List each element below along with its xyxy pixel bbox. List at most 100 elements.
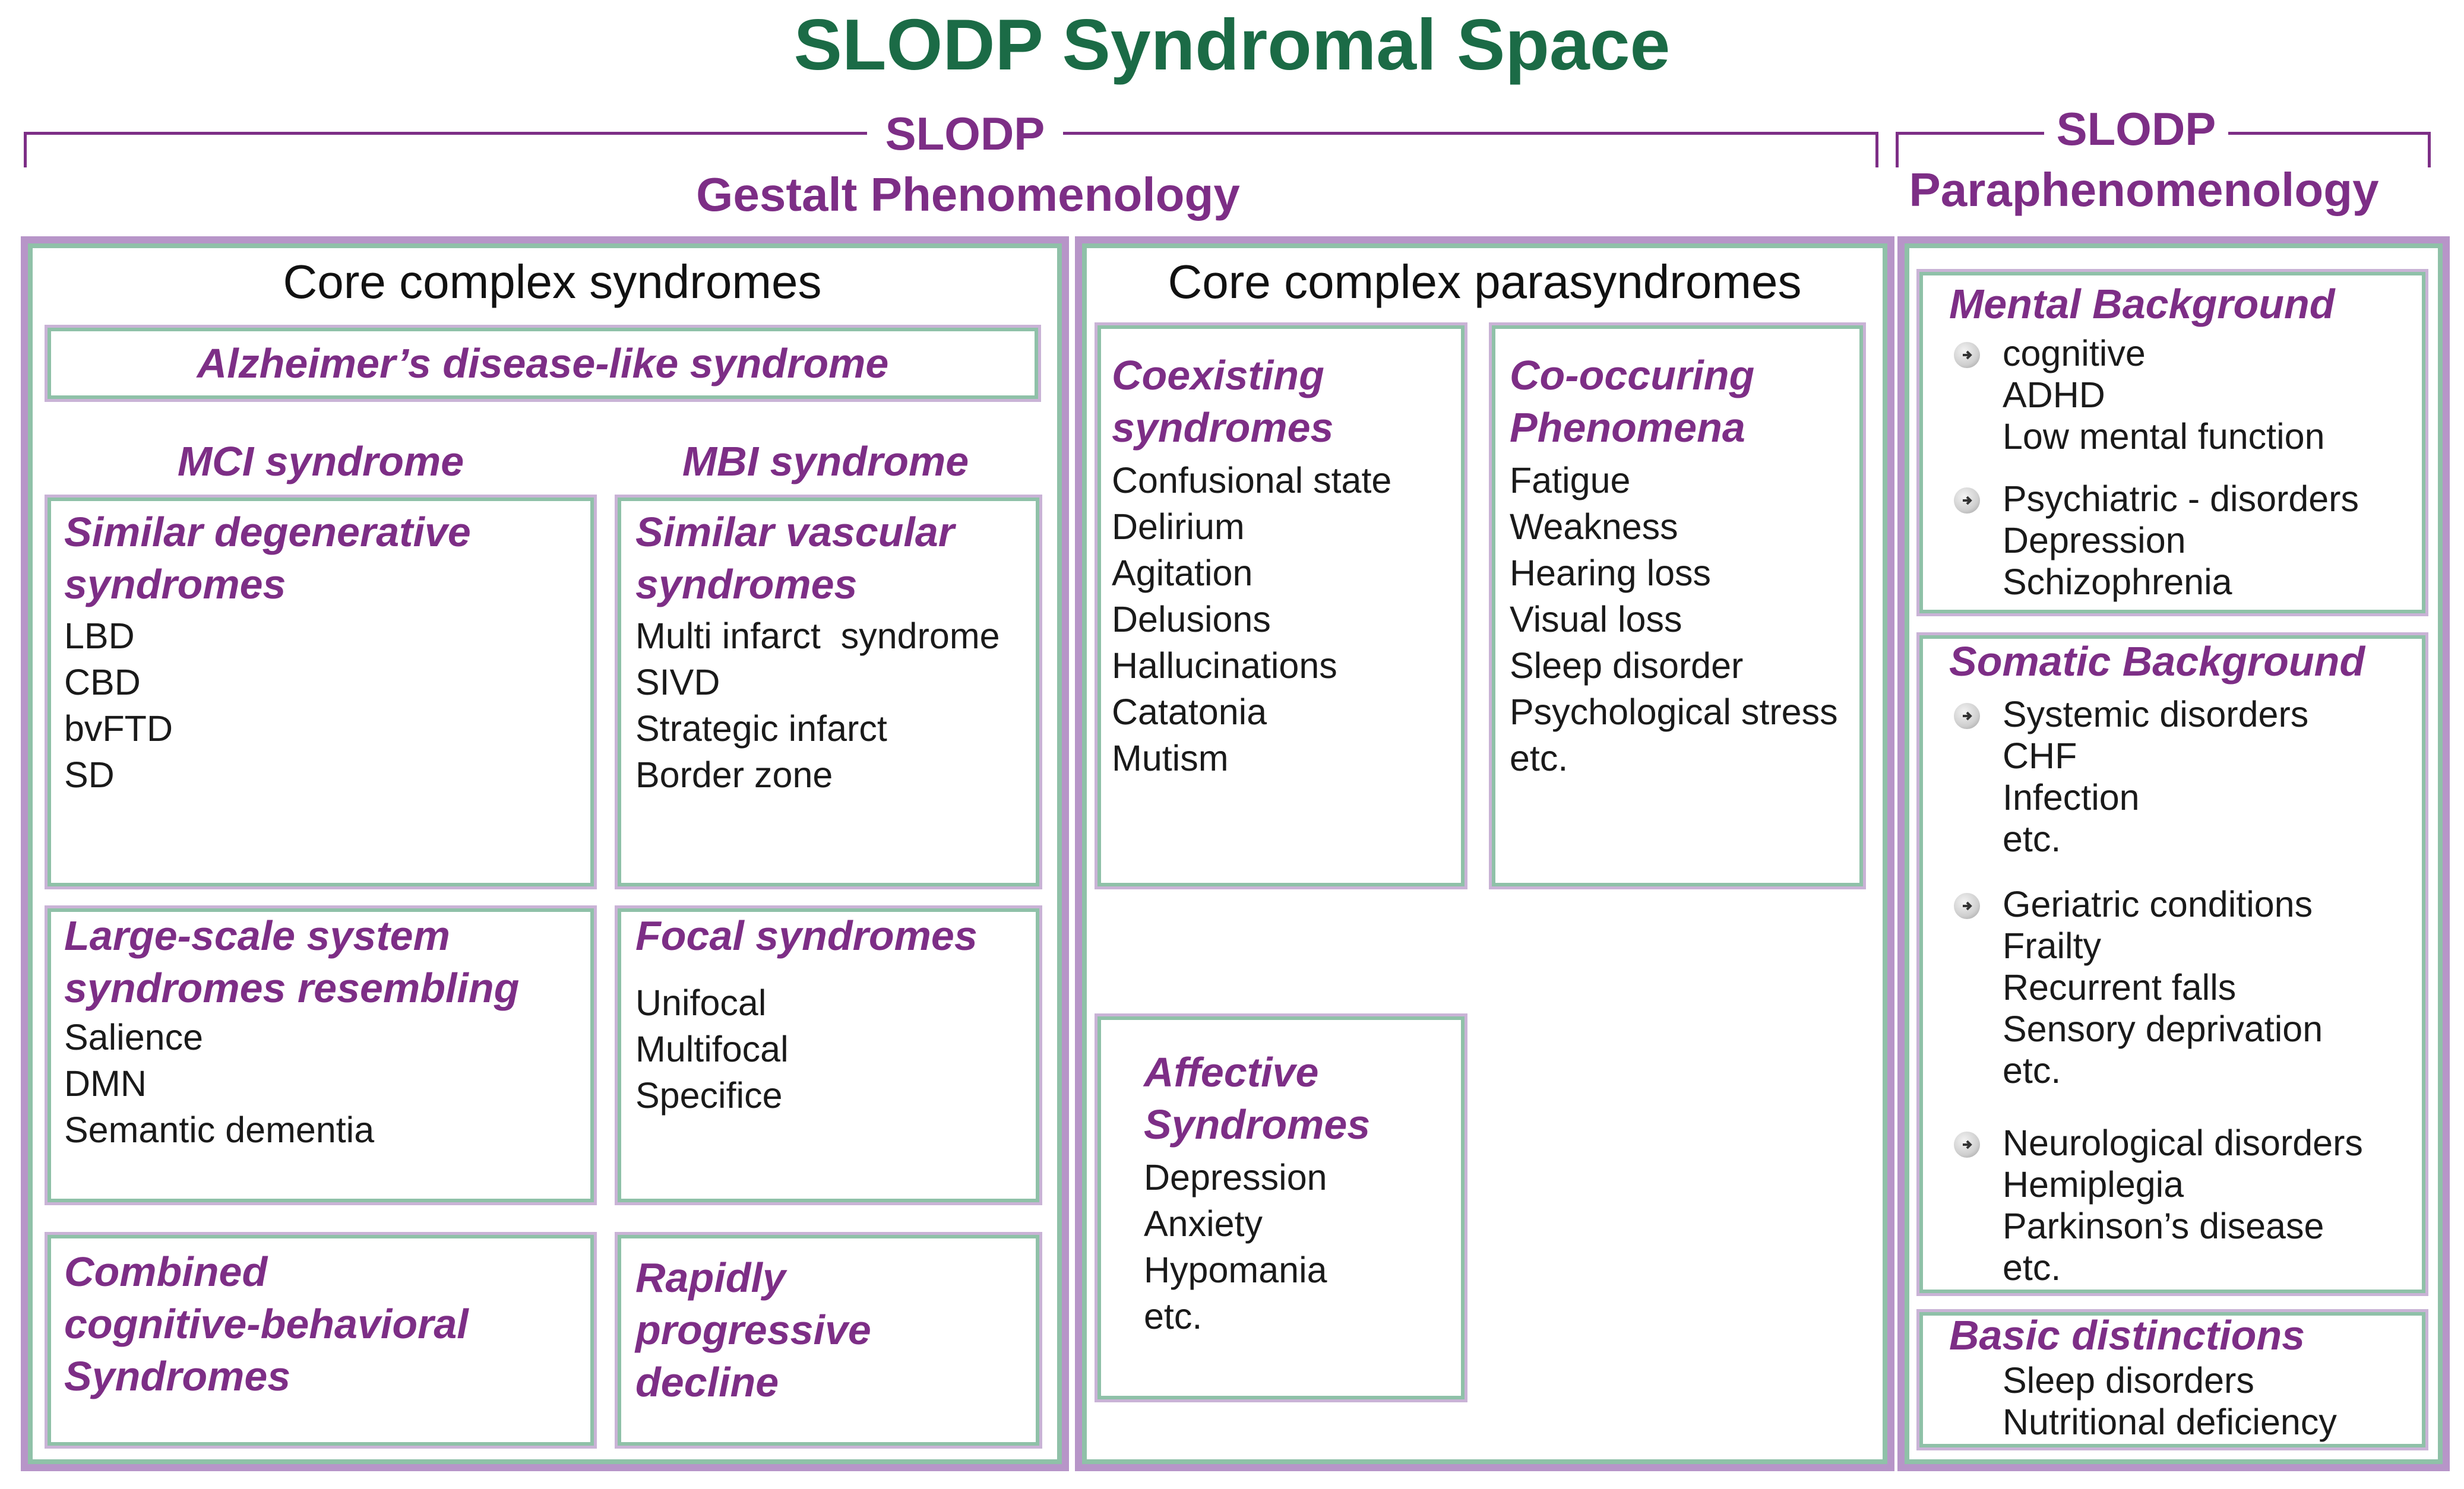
- list-item: LBD: [64, 616, 135, 656]
- para-bracket-right-tick: [2428, 132, 2431, 167]
- list-item: Semantic dementia: [64, 1110, 375, 1150]
- cooccuring-content: Co-occuring Phenomena Fatigue Weakness H…: [1510, 349, 1838, 781]
- list-item: Frailty: [2003, 926, 2102, 966]
- list-item: Psychological stress: [1510, 692, 1838, 732]
- degenerative-box: [48, 498, 594, 886]
- combined-content: Combined cognitive-behavioral Syndromes: [64, 1246, 469, 1402]
- combined-title-1: Combined: [64, 1249, 268, 1295]
- list-item: Depression: [1144, 1157, 1327, 1197]
- list-item: Schizophrenia: [2003, 562, 2232, 602]
- list-item: Infection: [2003, 777, 2140, 818]
- somatic-title: Somatic Background: [1949, 638, 2365, 685]
- list-item: SD: [64, 755, 115, 795]
- para-bracket-line-left: [1896, 132, 2044, 135]
- list-item: Geriatric conditions: [2003, 884, 2313, 924]
- mental-title: Mental Background: [1949, 281, 2335, 327]
- combined-title-3: Syndromes: [64, 1353, 291, 1399]
- list-item: Low mental function: [2003, 416, 2325, 457]
- list-item: ADHD: [2003, 375, 2105, 415]
- list-item: Delirium: [1112, 506, 1245, 547]
- list-item: Hallucinations: [1112, 645, 1337, 686]
- combined-title-2: cognitive-behavioral: [64, 1301, 469, 1347]
- list-item: Delusions: [1112, 599, 1271, 639]
- large-scale-content: Large-scale system syndromes resembling …: [64, 910, 519, 1153]
- parasyndromes-panel: [1075, 236, 1894, 1471]
- list-item: CHF: [2003, 736, 2077, 776]
- list-item: Depression: [2003, 520, 2186, 560]
- paraphenomenology-panel: [1897, 236, 2450, 1471]
- list-item: etc.: [2003, 1247, 2061, 1288]
- alzheimer-box: [48, 328, 1038, 399]
- core-syndromes-heading: Core complex syndromes: [283, 255, 822, 308]
- mci-label: MCI syndrome: [177, 438, 464, 484]
- list-item: cognitive: [2003, 333, 2146, 373]
- list-item: Sensory deprivation: [2003, 1009, 2323, 1049]
- list-item: Sleep disorders: [2003, 1360, 2254, 1401]
- bracket-line-left: [24, 132, 867, 135]
- affective-title-2: Syndromes: [1144, 1101, 1371, 1148]
- arrow-circle-icon: [1954, 1132, 1980, 1158]
- list-item: Neurological disorders: [2003, 1123, 2363, 1163]
- rapid-title-3: decline: [635, 1359, 779, 1405]
- coexisting-content: Coexisting syndromes Confusional state D…: [1112, 349, 1391, 781]
- affective-title-1: Affective: [1144, 1049, 1319, 1095]
- list-item: SIVD: [635, 662, 720, 702]
- degenerative-title-1: Similar degenerative: [64, 509, 471, 555]
- large-scale-title-1: Large-scale system: [64, 913, 450, 959]
- arrow-circle-icon: [1954, 893, 1980, 919]
- list-item: Specifice: [635, 1075, 783, 1116]
- rapid-content: Rapidly progressive decline: [635, 1252, 871, 1408]
- list-item: Psychiatric - disorders: [2003, 479, 2359, 519]
- cooccuring-box: [1492, 325, 1863, 886]
- vascular-content: Similar vascular syndromes Multi infarct…: [635, 506, 1000, 798]
- list-item: Strategic infarct: [635, 708, 887, 749]
- list-item: Confusional state: [1112, 460, 1392, 500]
- list-item: Anxiety: [1144, 1203, 1263, 1244]
- vascular-title-1: Similar vascular: [635, 509, 954, 555]
- cooccuring-title-1: Co-occuring: [1510, 352, 1755, 398]
- list-item: CBD: [64, 662, 141, 702]
- list-item: etc.: [1144, 1296, 1203, 1336]
- alzheimer-label: Alzheimer’s disease-like syndrome: [197, 340, 889, 386]
- list-item: Hearing loss: [1510, 553, 1712, 593]
- list-item: Recurrent falls: [2003, 967, 2237, 1008]
- vascular-box: [618, 498, 1039, 886]
- list-item: Parkinson’s disease: [2003, 1206, 2324, 1246]
- list-item: etc.: [2003, 819, 2061, 859]
- list-item: Mutism: [1112, 738, 1229, 778]
- para-label-1: SLODP: [2044, 102, 2228, 156]
- list-item: Fatigue: [1510, 460, 1631, 500]
- list-item: Multi infarct syndrome: [635, 616, 1000, 656]
- arrow-circle-icon: [1954, 703, 1980, 729]
- mbi-label: MBI syndrome: [682, 438, 969, 484]
- list-item: Multifocal: [635, 1029, 789, 1069]
- combined-box: [48, 1235, 594, 1446]
- vascular-title-2: syndromes: [635, 561, 858, 607]
- list-item: Catatonia: [1112, 692, 1267, 732]
- list-item: DMN: [64, 1063, 147, 1104]
- degenerative-content: Similar degenerative syndromes LBD CBD b…: [64, 506, 471, 798]
- para-label-2: Paraphenomenology: [1909, 163, 2379, 216]
- para-bracket-line-right: [2228, 132, 2430, 135]
- gestalt-label-2: Gestalt Phenomenology: [696, 168, 1240, 221]
- focal-title: Focal syndromes: [635, 913, 978, 959]
- cooccuring-title-2: Phenomena: [1510, 404, 1745, 451]
- list-item: bvFTD: [64, 708, 173, 749]
- gestalt-label-1: SLODP: [867, 107, 1063, 160]
- para-bracket-left-tick: [1896, 132, 1899, 167]
- degenerative-title-2: syndromes: [64, 561, 286, 607]
- mental-box: [1919, 272, 2425, 613]
- coexisting-box: [1097, 325, 1465, 886]
- arrow-circle-icon: [1954, 487, 1980, 514]
- list-item: Agitation: [1112, 553, 1253, 593]
- large-scale-title-2: syndromes resembling: [64, 965, 520, 1011]
- list-item: Visual loss: [1510, 599, 1682, 639]
- focal-box: [618, 908, 1039, 1202]
- list-item: Unifocal: [635, 983, 767, 1023]
- arrow-circle-icon: [1954, 342, 1980, 368]
- list-item: Border zone: [635, 755, 833, 795]
- list-item: etc.: [2003, 1050, 2061, 1091]
- parasyndromes-heading: Core complex parasyndromes: [1168, 255, 1802, 308]
- bracket-right-tick: [1875, 132, 1878, 167]
- basic-box: [1919, 1312, 2425, 1447]
